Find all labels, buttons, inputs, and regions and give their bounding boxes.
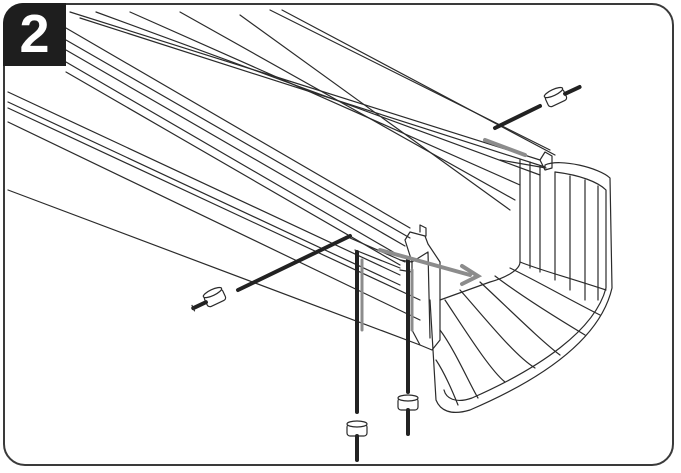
illustration-frame	[3, 3, 674, 466]
t-bolt-screw-icon	[191, 286, 227, 312]
rail-profile	[7, 9, 556, 346]
step-number-badge: 2	[3, 3, 66, 66]
t-bolt-screw-icon	[346, 420, 368, 462]
t-bolt-screw-icon	[397, 394, 419, 436]
rear-clip	[539, 151, 553, 171]
insertion-arrows	[236, 104, 542, 414]
end-cap	[429, 159, 613, 413]
t-bolt-screw-icon	[543, 85, 582, 108]
